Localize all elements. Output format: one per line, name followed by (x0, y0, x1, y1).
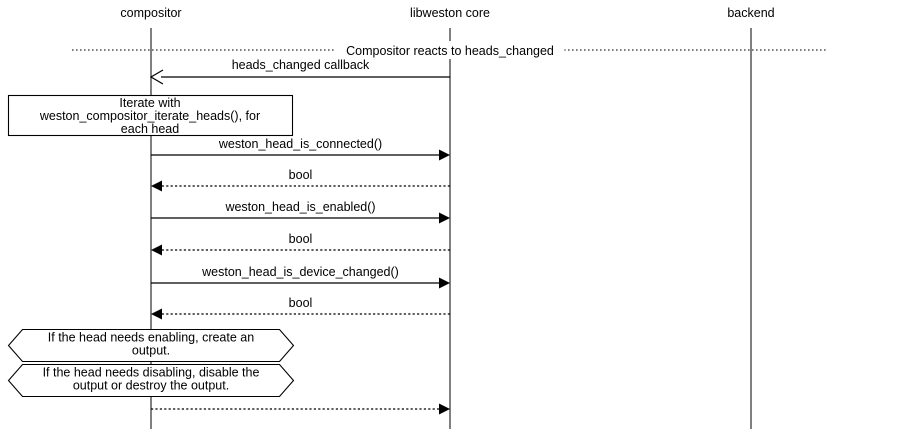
message-bool-return-connected: bool (151, 168, 450, 192)
arrowhead-weston-head-is-enabled (439, 212, 450, 224)
arrowhead-heads-changed-callback (149, 69, 164, 85)
arrowhead-final-return (439, 403, 450, 415)
message-label-bool-return-enabled: bool (289, 232, 313, 246)
message-label-weston-head-is-connected: weston_head_is_connected() (218, 137, 382, 151)
message-heads-changed-callback: heads_changed callback (149, 58, 450, 85)
divider-label-backdrop (335, 41, 565, 59)
arrowhead-weston-head-is-connected (439, 149, 450, 161)
message-weston-head-is-device-changed: weston_head_is_device_changed() (151, 265, 450, 289)
condition-line-condition-enable-head-0: If the head needs enabling, create an (48, 331, 254, 345)
condition-line-condition-disable-head-1: output or destroy the output. (73, 379, 229, 393)
participant-label-libweston-core: libweston core (410, 6, 490, 20)
message-label-bool-return-connected: bool (289, 168, 313, 182)
condition-line-condition-enable-head-1: output. (132, 344, 170, 358)
message-weston-head-is-connected: weston_head_is_connected() (151, 137, 450, 161)
note-iterate-heads-note: Iterate withweston_compositor_iterate_he… (7, 94, 294, 137)
arrowhead-weston-head-is-device-changed (439, 277, 450, 289)
participant-label-backend: backend (727, 6, 774, 20)
lifelines-layer (150, 28, 752, 429)
arrowhead-bool-return-connected (151, 180, 162, 192)
condition-line-condition-disable-head-0: If the head needs disabling, disable the (43, 366, 260, 380)
note-line-iterate-heads-note-1: weston_compositor_iterate_heads(), for (39, 109, 260, 123)
condition-condition-enable-head: If the head needs enabling, create anout… (7, 328, 295, 363)
note-line-iterate-heads-note-2: each head (121, 122, 179, 136)
divider-layer: Compositor reacts to heads_changed (72, 41, 828, 59)
message-label-weston-head-is-enabled: weston_head_is_enabled() (224, 200, 375, 214)
condition-shape-condition-enable-head (7, 328, 295, 363)
message-label-bool-return-device-changed: bool (289, 296, 313, 310)
divider-label: Compositor reacts to heads_changed (346, 44, 554, 58)
message-label-heads-changed-callback: heads_changed callback (232, 58, 370, 72)
message-bool-return-enabled: bool (151, 232, 450, 256)
notes-layer: Iterate withweston_compositor_iterate_he… (7, 94, 295, 398)
condition-condition-disable-head: If the head needs disabling, disable the… (7, 363, 295, 398)
condition-shape-condition-disable-head (7, 363, 295, 398)
messages-layer: heads_changed callback weston_head_is_con… (149, 58, 450, 415)
note-line-iterate-heads-note-0: Iterate with (119, 96, 180, 110)
arrowhead-bool-return-enabled (151, 244, 162, 256)
participant-headers-layer: compositor libweston core backend (120, 6, 774, 20)
message-weston-head-is-enabled: weston_head_is_enabled() (151, 200, 450, 224)
message-final-return (151, 403, 450, 415)
message-bool-return-device-changed: bool (151, 296, 450, 320)
message-label-weston-head-is-device-changed: weston_head_is_device_changed() (201, 265, 399, 279)
note-box-iterate-heads-note (7, 94, 294, 137)
participant-label-compositor: compositor (120, 6, 181, 20)
arrowhead-bool-return-device-changed (151, 308, 162, 320)
